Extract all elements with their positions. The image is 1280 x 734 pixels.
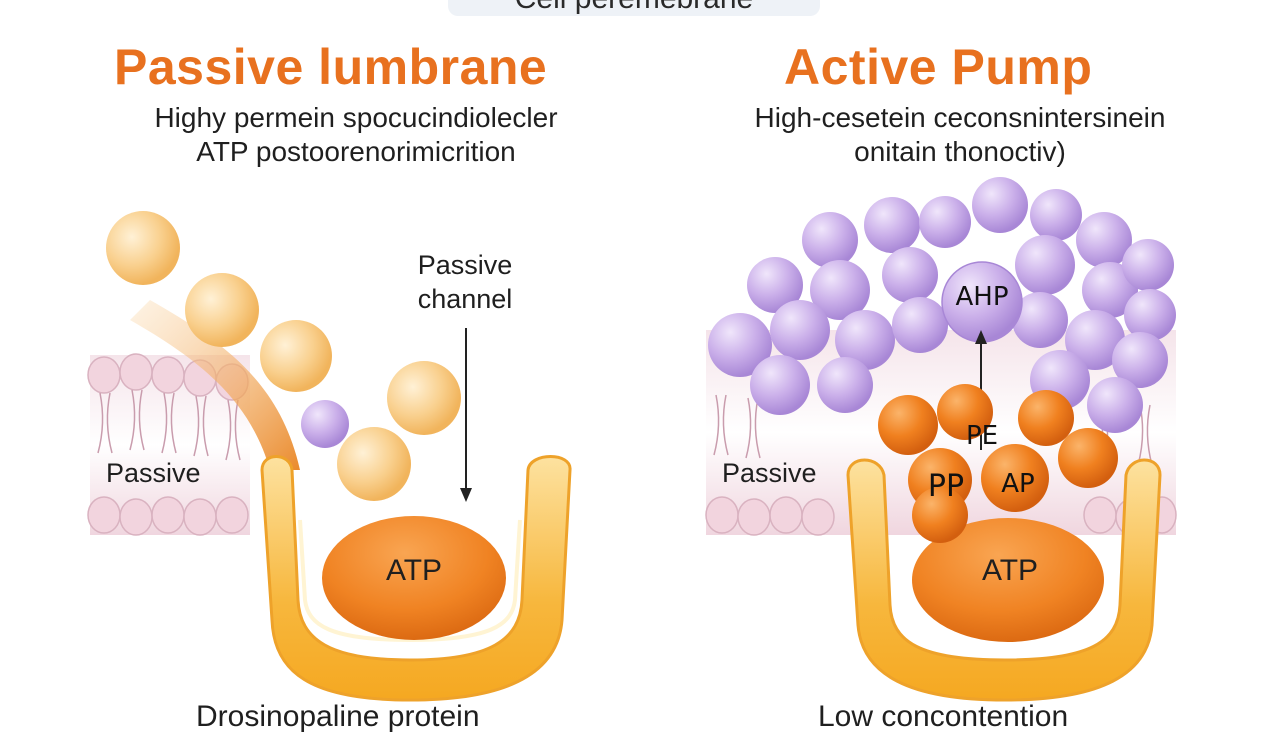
- left-subtitle-line2: ATP postoorenorimicrition: [196, 136, 516, 167]
- left-atp-label: ATP: [385, 554, 443, 587]
- left-molecules: [106, 211, 461, 501]
- mid-label-ap: AP: [1001, 469, 1034, 499]
- right-subtitle-line1: High-cesetein ceconsnintersinein: [754, 102, 1166, 133]
- left-panel-title: Passive lumbrane: [114, 39, 548, 95]
- left-bottom-caption: Drosinopaline protein: [196, 700, 480, 733]
- channel-label-line2: channel: [417, 284, 513, 314]
- right-panel-title: Active Pump: [784, 39, 1093, 95]
- channel-arrow: [460, 328, 472, 502]
- diagram-title: Cell peremebrane: [448, 0, 820, 16]
- right-pump-protein: [846, 458, 1162, 702]
- channel-label-line1: Passive: [417, 250, 513, 280]
- purple-molecule-cluster: [708, 177, 1176, 433]
- diffusion-stream: [130, 300, 300, 470]
- right-subtitle-line2: onitain thonoctiv): [854, 136, 1066, 167]
- left-subtitle-line1: Highy permein spocucindiolecler: [154, 102, 558, 133]
- mid-label-pp: PP: [928, 469, 964, 504]
- left-membrane-label: Passive: [106, 458, 201, 488]
- orange-molecule-cluster: [878, 384, 1118, 543]
- left-channel-protein: [260, 455, 572, 702]
- right-bottom-caption: Low concontention: [818, 700, 1069, 733]
- right-membrane-label: Passive: [722, 458, 817, 488]
- mid-label-pe: PE: [966, 421, 998, 451]
- top-molecule-label: AHP: [955, 282, 1008, 312]
- right-atp-label: ATP: [981, 554, 1039, 587]
